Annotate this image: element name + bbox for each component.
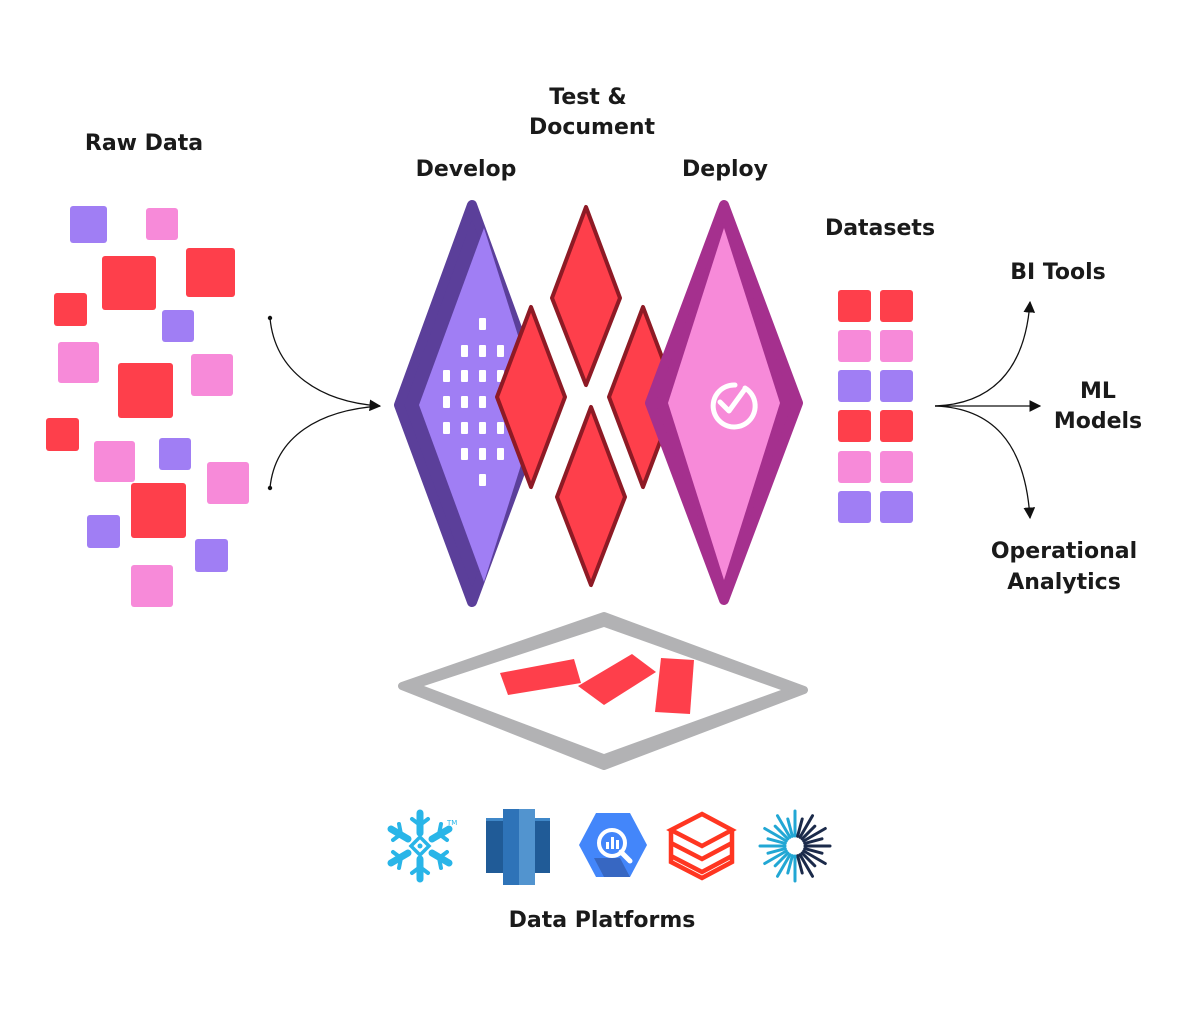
- starburst-ray: [776, 814, 792, 839]
- label-ml-line-2: Models: [1054, 409, 1142, 434]
- dataset-cell: [838, 330, 871, 362]
- develop-dot-grid: [443, 318, 504, 486]
- raw-data-squares: [46, 206, 249, 607]
- starburst-ray: [798, 853, 814, 878]
- label-data-platforms: Data Platforms: [509, 908, 696, 933]
- arrow-to-bi-tools: [934, 300, 1036, 407]
- raw-square: [195, 539, 228, 572]
- test-diamond-top: [550, 205, 622, 387]
- starburst-ray: [773, 851, 790, 868]
- label-test-line-2: Document: [529, 115, 656, 140]
- raw-square: [146, 208, 178, 240]
- raw-square: [87, 515, 120, 548]
- label-operational-line-2: Analytics: [1007, 570, 1121, 595]
- dataset-cell: [880, 330, 913, 362]
- raw-square: [54, 293, 87, 326]
- dataset-cell: [880, 370, 913, 402]
- data-platform-tray: [398, 612, 808, 770]
- starburst-logo: [758, 809, 832, 883]
- label-raw-data: Raw Data: [85, 131, 203, 156]
- raw-square: [131, 565, 173, 607]
- check-circle-icon: [710, 382, 758, 430]
- dataset-cell: [880, 491, 913, 523]
- starburst-ray: [803, 837, 824, 845]
- dataset-cell: [880, 451, 913, 483]
- test-diamond-bottom: [555, 405, 627, 587]
- starburst-ray: [763, 827, 788, 843]
- dataset-cell: [838, 370, 871, 402]
- raw-square: [191, 354, 233, 396]
- starburst-ray: [802, 827, 827, 843]
- dataset-cell: [838, 451, 871, 483]
- snowflake-logo: [387, 809, 453, 883]
- starburst-ray: [776, 853, 792, 878]
- raw-square: [46, 418, 79, 451]
- dataset-cell: [838, 410, 871, 442]
- starburst-ray: [786, 817, 794, 838]
- tray-block: [500, 659, 581, 695]
- bigquery-logo: [579, 813, 647, 877]
- starburst-ray: [766, 847, 787, 855]
- incoming-arrows: [267, 315, 382, 491]
- tray-block: [578, 654, 656, 705]
- label-datasets: Datasets: [825, 216, 935, 241]
- incoming-arrow-bottom: [269, 405, 381, 489]
- dataset-cell: [838, 290, 871, 322]
- redshift-logo: [486, 809, 550, 885]
- test-diamond-left: [495, 305, 567, 489]
- starburst-ray: [798, 814, 814, 839]
- starburst-ray: [796, 854, 804, 875]
- raw-square: [162, 310, 194, 342]
- trademark-mark: TM: [446, 819, 457, 827]
- arrow-to-operational-analytics: [934, 405, 1036, 520]
- deploy-diamond: [645, 200, 803, 605]
- label-test-line-1: Test &: [549, 85, 626, 110]
- starburst-ray: [796, 817, 804, 838]
- raw-square: [118, 363, 173, 418]
- label-bi-tools: BI Tools: [1010, 260, 1106, 285]
- raw-square: [94, 441, 135, 482]
- starburst-ray: [802, 849, 827, 865]
- test-diamonds: [495, 205, 679, 587]
- label-operational-line-1: Operational: [991, 539, 1137, 564]
- databricks-logo: [666, 811, 737, 881]
- starburst-ray: [800, 851, 817, 868]
- dataset-cell: [880, 290, 913, 322]
- label-ml-line-1: ML: [1080, 379, 1116, 404]
- starburst-ray: [786, 854, 794, 875]
- raw-square: [131, 483, 186, 538]
- raw-square: [102, 256, 156, 310]
- raw-square: [159, 438, 191, 470]
- starburst-ray: [766, 837, 787, 845]
- starburst-ray: [763, 849, 788, 865]
- starburst-ray: [803, 847, 824, 855]
- incoming-arrow-top: [269, 317, 382, 412]
- raw-square: [70, 206, 107, 243]
- outgoing-arrows: [934, 300, 1042, 520]
- tray-block: [655, 658, 694, 714]
- dataset-cell: [880, 410, 913, 442]
- dataset-cell: [838, 491, 871, 523]
- label-develop: Develop: [416, 157, 517, 182]
- datasets-grid: [838, 290, 913, 523]
- starburst-ray: [773, 824, 790, 841]
- raw-square: [207, 462, 249, 504]
- raw-square: [58, 342, 99, 383]
- raw-square: [186, 248, 235, 297]
- label-deploy: Deploy: [682, 157, 768, 182]
- starburst-ray: [800, 824, 817, 841]
